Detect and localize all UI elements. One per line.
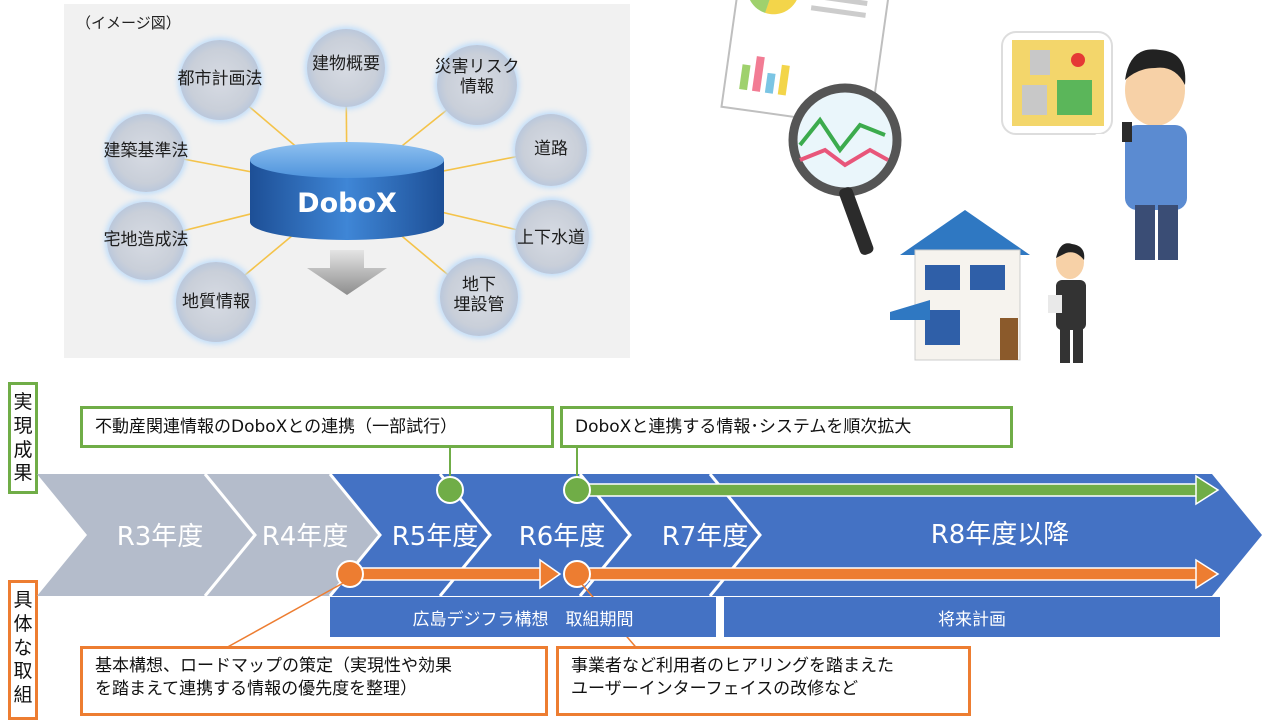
bubble-doro-label: 道路 xyxy=(534,139,568,159)
actions-arrow-1 xyxy=(349,567,543,581)
result-callout-2: DoboXと連携する情報･システムを順次拡大 xyxy=(560,406,1013,448)
phase-label-r5: R5年度 xyxy=(391,522,479,552)
map-pin-icon xyxy=(1001,31,1120,150)
side-label-results: 実 現 成 果 xyxy=(8,382,38,494)
result-callout-1: 不動産関連情報のDoboXとの連携（一部試行） xyxy=(80,406,554,448)
side-label-actions: 具 体 な 取 組 xyxy=(8,580,38,720)
actions-arrow-2 xyxy=(576,567,1200,581)
phase-label-r4: R4年度 xyxy=(261,522,349,552)
bubble-takuchi-label: 宅地造成法 xyxy=(103,230,189,250)
bubble-takuchi xyxy=(107,202,185,280)
phase-chevron-r8 xyxy=(710,474,1262,596)
results-dot-r6 xyxy=(563,476,591,504)
phase-chevron-r5 xyxy=(330,474,496,596)
phase-chevron-r7 xyxy=(580,474,766,596)
actions-dot-r5 xyxy=(336,560,364,588)
bubble-toshi xyxy=(180,40,260,120)
report-document-icon xyxy=(720,0,897,129)
phase-label-r3: R3年度 xyxy=(116,522,204,552)
bubble-chishitsu xyxy=(176,262,256,342)
person-with-phone-icon xyxy=(1122,49,1187,260)
period-bar-future: 将来計画 xyxy=(724,597,1220,637)
magnifier-icon xyxy=(788,83,902,255)
phase-label-r7: R7年度 xyxy=(661,522,749,552)
down-arrow-icon xyxy=(307,250,387,295)
bubble-toshi-label: 都市計画法 xyxy=(177,69,263,89)
phase-chevron-r3 xyxy=(37,474,262,596)
bubble-chika xyxy=(440,258,518,336)
bubble-doro xyxy=(515,114,587,186)
action-callout-2: 事業者など利用者のヒアリングを踏まえた ユーザーインターフェイスの改修など xyxy=(556,646,971,716)
inspector-person-icon xyxy=(1048,243,1086,363)
bubble-kenchiku xyxy=(107,114,185,192)
results-arrow-head xyxy=(1195,474,1220,506)
phase-label-r6: R6年度 xyxy=(518,522,606,552)
action-callout-1: 基本構想、ロードマップの策定（実現性や効果 を踏まえて連携する情報の優先度を整理… xyxy=(80,646,548,716)
database-cylinder xyxy=(250,160,444,240)
bubble-chishitsu-label: 地質情報 xyxy=(182,292,250,312)
bubble-kenchiku-label: 建築基準法 xyxy=(103,141,189,161)
bubble-saigai-label: 災害リスク 情報 xyxy=(434,57,520,97)
house-icon xyxy=(890,210,1030,361)
results-dot-r5 xyxy=(436,476,464,504)
bubble-jogesuido xyxy=(515,200,589,274)
period-bar-current: 広島デジフラ構想 取組期間 xyxy=(330,597,716,637)
dobox-label: DoboX xyxy=(297,188,397,219)
bubble-tatemono xyxy=(307,29,385,107)
bubble-tatemono-label: 建物概要 xyxy=(312,54,380,74)
diagram-note: （イメージ図） xyxy=(76,14,181,32)
results-arrow xyxy=(576,483,1200,497)
illustration xyxy=(720,0,1187,363)
bubble-saigai xyxy=(437,45,517,125)
actions-dot-r6 xyxy=(563,560,591,588)
bubble-chika-label: 地下 埋設管 xyxy=(453,275,505,315)
phase-label-r8: R8年度以降 xyxy=(930,520,1070,550)
bubble-jogesuido-label: 上下水道 xyxy=(517,228,585,248)
